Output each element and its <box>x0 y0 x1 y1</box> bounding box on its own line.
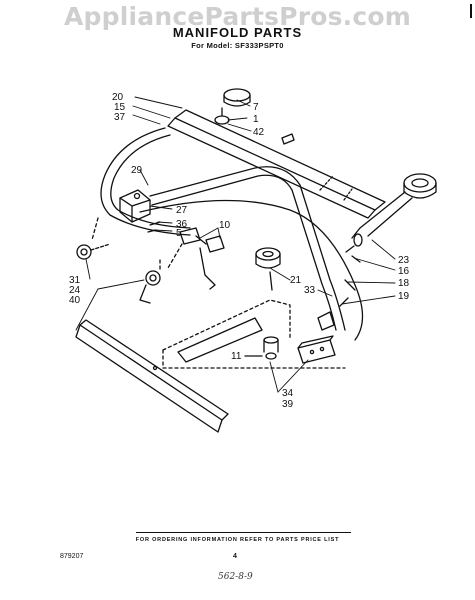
watermark: AppliancePartsPros.com <box>63 2 412 31</box>
callout-5: 5 <box>176 228 182 239</box>
callout-36: 36 <box>176 219 188 230</box>
model-line: For Model: SF333PSPT0 <box>191 41 284 50</box>
callout-34: 34 <box>282 388 294 399</box>
callout-23: 23 <box>398 255 410 266</box>
page-title: MANIFOLD PARTS <box>172 25 303 40</box>
callout-15: 15 <box>114 102 126 113</box>
burner-21 <box>255 247 281 291</box>
valve-body <box>119 189 151 223</box>
top-burner-cap <box>214 88 251 125</box>
callout-7: 7 <box>253 102 259 113</box>
manifold-panel <box>75 319 229 433</box>
callout-19: 19 <box>398 291 410 302</box>
callout-31: 31 <box>69 275 81 286</box>
callout-39: 39 <box>282 399 294 410</box>
document-number: 879207 <box>60 553 84 560</box>
spark-module <box>297 311 336 364</box>
page-edge-mark <box>470 4 472 18</box>
tube-fittings <box>339 255 361 307</box>
knob-24 <box>139 270 161 304</box>
callout-1: 1 <box>253 114 259 125</box>
callout-40: 40 <box>69 295 81 306</box>
callout-11: 11 <box>231 351 242 362</box>
footer-rule <box>136 532 351 533</box>
callout-10: 10 <box>219 220 231 231</box>
leader-lines <box>75 96 396 393</box>
callout-33: 33 <box>304 285 316 296</box>
knob-31 <box>76 243 111 260</box>
page-number: 4 <box>233 553 237 560</box>
callout-24: 24 <box>69 285 81 296</box>
burner-valves <box>179 227 225 290</box>
manifold-tubes <box>100 127 364 341</box>
ordering-note: FOR ORDERING INFORMATION REFER TO PARTS … <box>135 537 340 543</box>
callout-20: 20 <box>112 92 124 103</box>
lower-support-tray <box>162 299 346 369</box>
callout-16: 16 <box>398 266 410 277</box>
callout-21: 21 <box>290 275 302 286</box>
burner-support-bar <box>167 109 386 219</box>
callout-42: 42 <box>253 127 265 138</box>
clip-part <box>281 133 295 145</box>
callout-37: 37 <box>114 112 126 123</box>
callout-29: 29 <box>131 165 143 176</box>
callout-27: 27 <box>176 205 188 216</box>
handwritten-note: 562-8-9 <box>218 572 253 582</box>
burner-23 <box>345 173 437 253</box>
callout-18: 18 <box>398 278 410 289</box>
